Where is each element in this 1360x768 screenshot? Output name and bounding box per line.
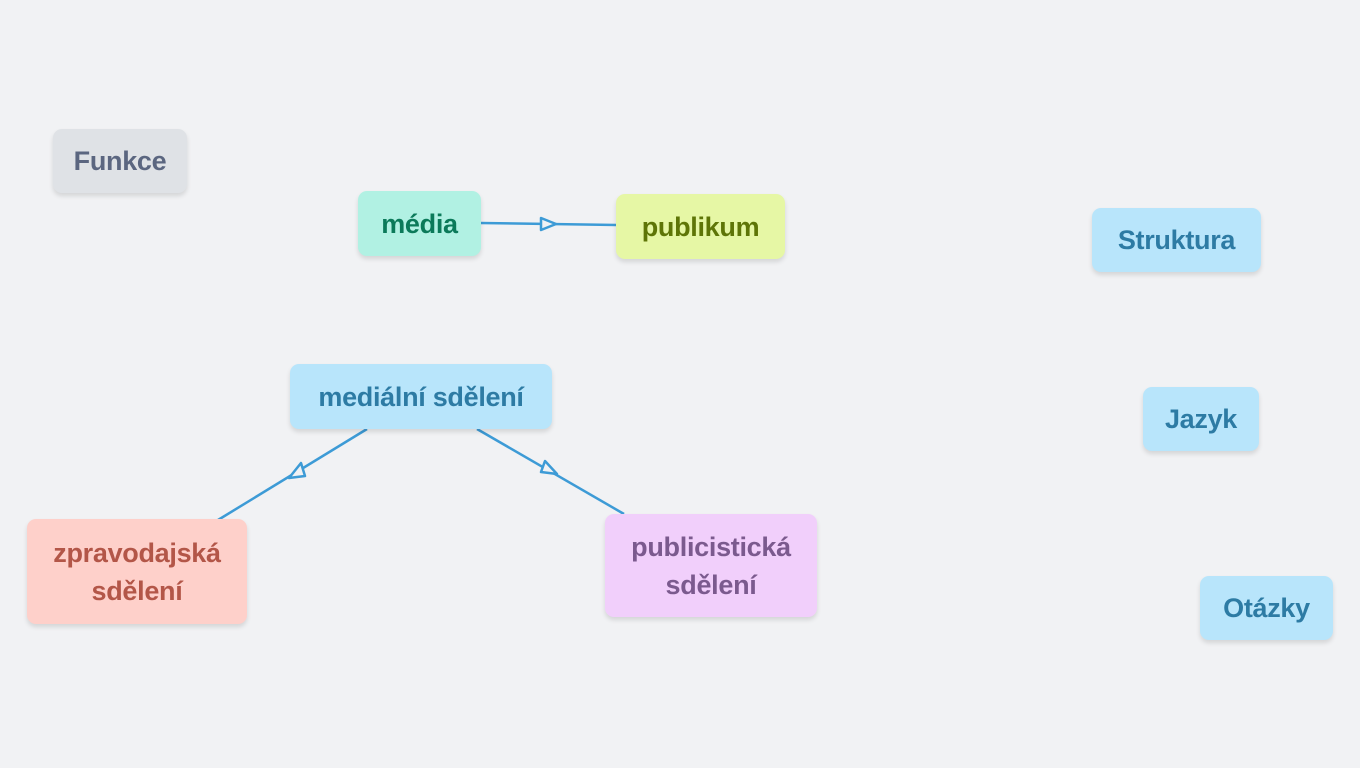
arrow-medialni-zpravodajska: [287, 461, 307, 480]
node-otazky[interactable]: Otázky: [1200, 576, 1333, 640]
node-zpravodajska-sdeleni[interactable]: zpravodajská sdělení: [27, 519, 247, 624]
node-funkce-label: Funkce: [73, 146, 167, 176]
arrow-media-publikum: [539, 216, 558, 232]
node-struktura-label: Struktura: [1117, 225, 1236, 255]
node-zpravodajska-sdeleni-label: zpravodajská sdělení: [53, 537, 221, 606]
node-publicisticka-sdeleni[interactable]: publicistická sdělení: [605, 514, 817, 617]
node-publicisticka-sdeleni-label: publicistická sdělení: [631, 531, 791, 600]
node-media[interactable]: média: [358, 191, 481, 256]
node-publikum[interactable]: publikum: [616, 194, 785, 259]
node-struktura[interactable]: Struktura: [1092, 208, 1261, 272]
node-medialni-sdeleni-label: mediální sdělení: [318, 381, 524, 412]
node-otazky-label: Otázky: [1223, 593, 1310, 623]
node-publikum-label: publikum: [641, 211, 760, 242]
arrow-medialni-publicisticka: [539, 459, 559, 476]
node-funkce[interactable]: Funkce: [53, 129, 187, 193]
node-jazyk-label: Jazyk: [1164, 404, 1238, 434]
node-medialni-sdeleni[interactable]: mediální sdělení: [290, 364, 552, 429]
node-media-label: média: [381, 208, 458, 239]
node-jazyk[interactable]: Jazyk: [1143, 387, 1259, 451]
